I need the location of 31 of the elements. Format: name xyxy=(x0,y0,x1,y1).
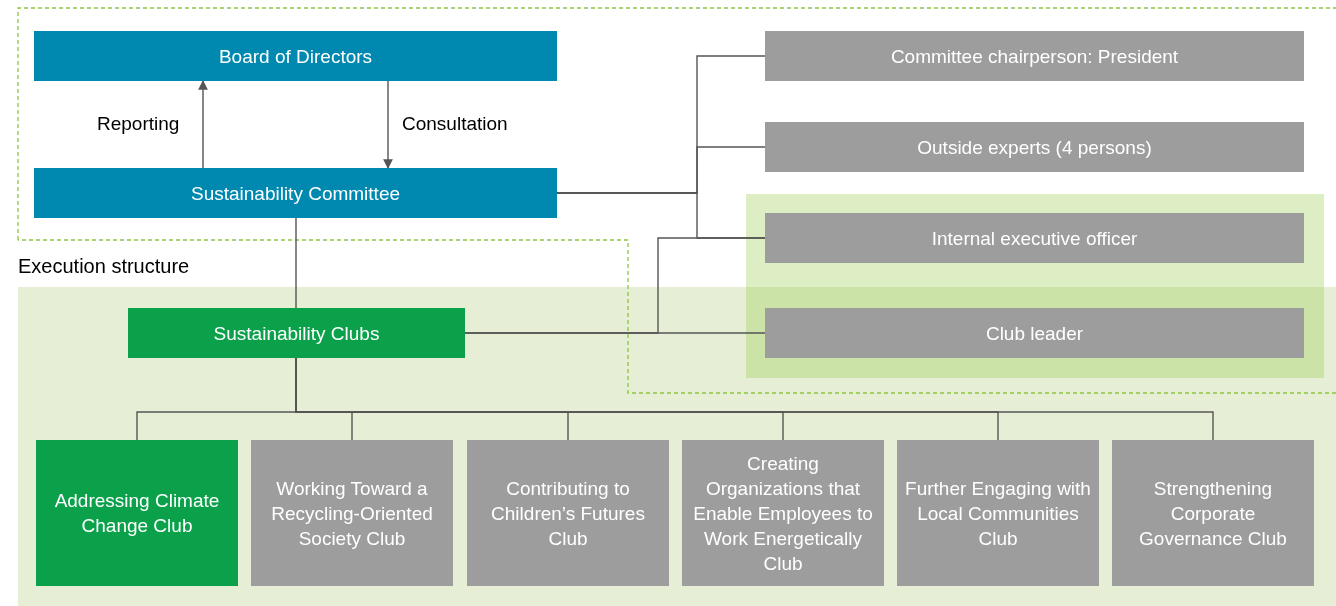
box-label: Sustainability Committee xyxy=(189,181,402,206)
box-label: Club leader xyxy=(984,321,1085,346)
box-label: Further Engaging with Local Communities Club xyxy=(904,476,1092,551)
arrow xyxy=(198,80,208,169)
box-label: Creating Organizations that Enable Employees to Work Energetically Club xyxy=(692,451,874,576)
connector-line xyxy=(295,217,297,309)
box-label: Internal executive officer xyxy=(930,226,1139,251)
box-label: Strengthening Corporate Governance Club xyxy=(1138,476,1288,551)
box-label: Outside experts (4 persons) xyxy=(916,135,1153,160)
process-box xyxy=(34,31,557,81)
box-label: Sustainability Clubs xyxy=(212,321,381,346)
process-box xyxy=(765,213,1304,263)
box-label: Addressing Climate Change Club xyxy=(53,489,221,538)
connector-line xyxy=(464,332,766,334)
process-box xyxy=(765,31,1304,81)
process-box xyxy=(765,308,1304,358)
process-box xyxy=(682,440,884,586)
process-box xyxy=(1112,440,1314,586)
arrow xyxy=(383,80,393,169)
process-box xyxy=(467,440,669,586)
box-label: Committee chairperson: President xyxy=(889,44,1180,69)
box-label: Board of Directors xyxy=(217,44,374,69)
box-label: Contributing to Children’s Futures Club xyxy=(490,476,646,551)
process-box xyxy=(128,308,465,358)
process-box xyxy=(897,440,1099,586)
box-label: Working Toward a Recycling-Oriented Society Club xyxy=(270,476,434,551)
section-heading: Execution structure xyxy=(18,255,190,278)
process-box xyxy=(765,122,1304,172)
process-box xyxy=(251,440,453,586)
process-box xyxy=(34,168,557,218)
process-box xyxy=(36,440,238,586)
